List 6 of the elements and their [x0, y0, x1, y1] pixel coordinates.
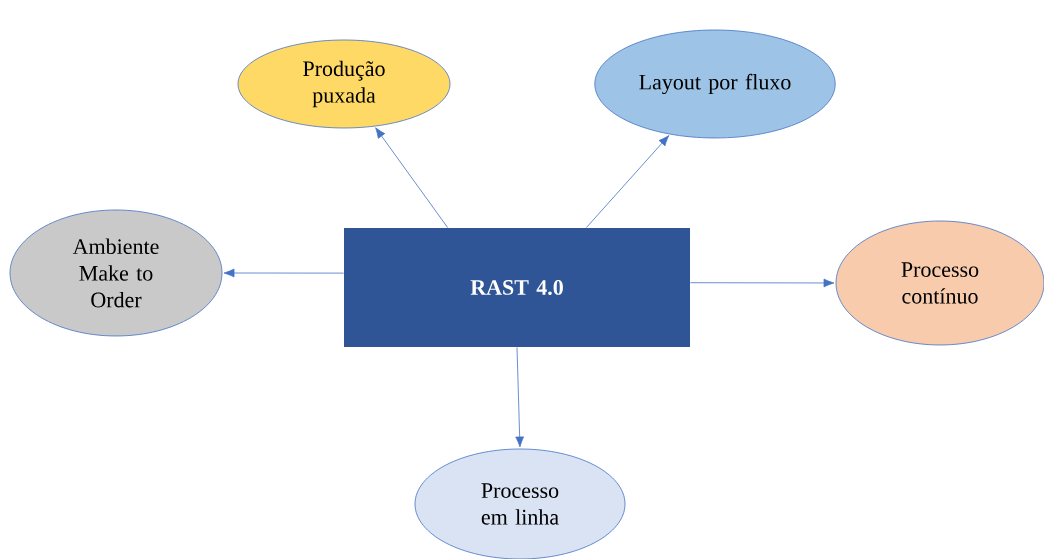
process-box: RAST 4.0: [344, 228, 690, 347]
arrow: [585, 135, 670, 228]
arrow: [690, 278, 835, 288]
arrow: [223, 268, 344, 278]
arrow: [375, 127, 449, 228]
arrow: [515, 347, 524, 448]
